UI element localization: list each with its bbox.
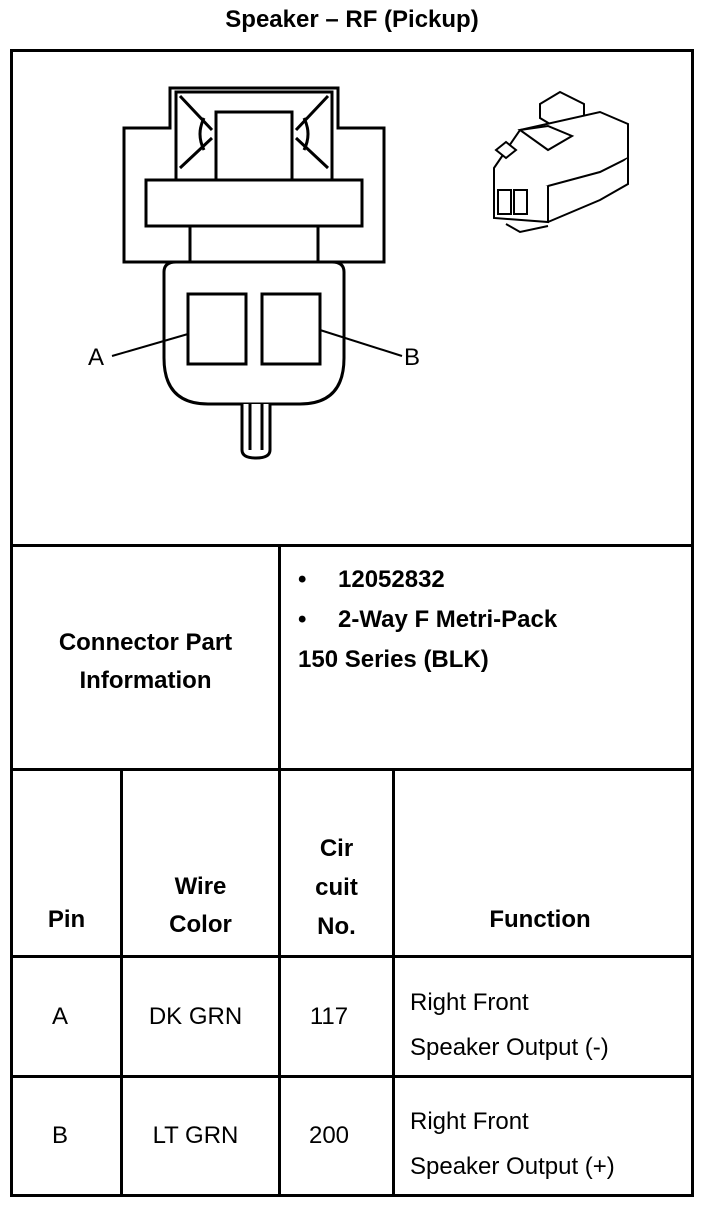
- pin-label-b: B: [404, 344, 421, 371]
- row-b-wire-color: LT GRN: [152, 1122, 239, 1149]
- connector-diagram: [111, 86, 629, 460]
- row-a-circuit: 117: [309, 1003, 349, 1030]
- column-divider: [278, 544, 281, 1195]
- pin-b-cavity: [260, 292, 322, 366]
- column-divider: [120, 768, 123, 1195]
- connector-series: 150 Series (BLK): [298, 646, 489, 673]
- column-divider: [392, 768, 395, 1195]
- header-function: Function: [489, 906, 591, 933]
- row-b-pin: B: [51, 1122, 68, 1149]
- connector-bar: [144, 178, 364, 228]
- row-a-function: Right Front Speaker Output (-): [410, 989, 609, 1061]
- row-b-function: Right Front Speaker Output (+): [410, 1108, 615, 1180]
- header-circuit-no: Cir cuit No.: [315, 835, 358, 940]
- section-divider: [10, 955, 694, 958]
- section-divider: [10, 768, 694, 771]
- connector-info-label: Connector Part Information: [58, 629, 233, 694]
- page-title: Speaker – RF (Pickup): [225, 6, 479, 33]
- row-a-pin: A: [51, 1003, 68, 1030]
- connector-iso-view: [493, 90, 629, 234]
- row-b-circuit: 200: [308, 1122, 350, 1149]
- header-pin: Pin: [47, 906, 86, 933]
- header-wire-color: Wire Color: [169, 873, 232, 938]
- part-number: •12052832: [298, 566, 445, 593]
- row-a-wire-color: DK GRN: [148, 1003, 243, 1030]
- section-divider: [10, 544, 694, 547]
- connector-table-frame: [10, 49, 694, 1197]
- section-divider: [10, 1075, 694, 1078]
- connector-key-tab: [240, 404, 272, 460]
- connector-shell: [122, 86, 386, 264]
- connector-type: •2-Way F Metri-Pack: [298, 606, 558, 633]
- pin-label-a: A: [88, 344, 105, 371]
- pin-a-cavity: [186, 292, 248, 366]
